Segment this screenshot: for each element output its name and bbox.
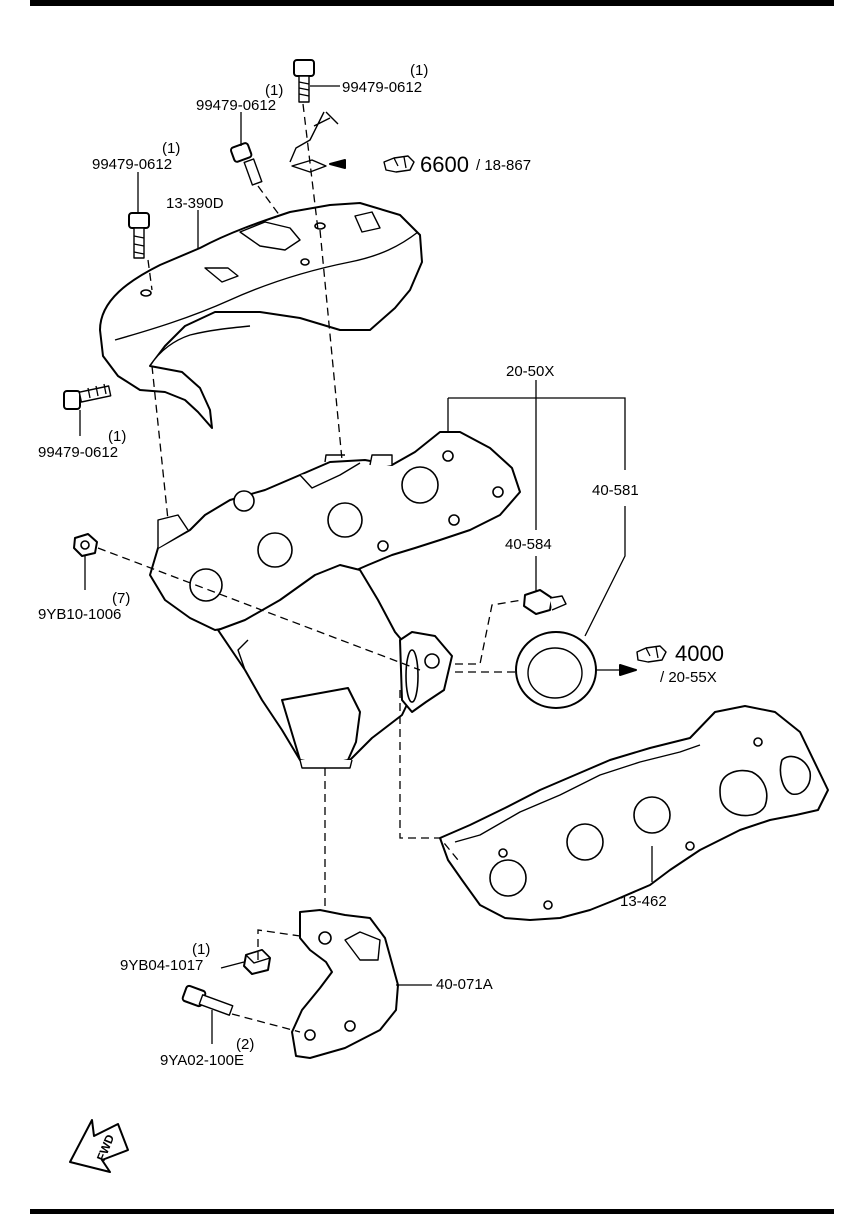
- bolt-b: [128, 212, 150, 259]
- bracket-bolt: [181, 984, 234, 1016]
- label-bracket-bolt-pn: 9YA02-100E: [160, 1052, 244, 1069]
- pointing-hand-icon: [383, 155, 415, 173]
- bracket-nut: [243, 949, 271, 975]
- label-bolt-a-pn: 99479-0612: [196, 97, 276, 114]
- assembly-lines: [97, 103, 523, 1033]
- label-ref-6600-sub: / 18-867: [476, 157, 531, 174]
- label-gasket: 13-462: [620, 893, 667, 910]
- bolt-c: [63, 383, 112, 410]
- bolt-top: [293, 59, 315, 103]
- top-border: [30, 0, 834, 6]
- label-bolt-c-qty: (1): [108, 428, 126, 445]
- label-ref-4000-sub: / 20-55X: [660, 669, 717, 686]
- harness-clip: [289, 111, 339, 173]
- label-heat-insulator: 13-390D: [166, 195, 224, 212]
- label-bracket: 40-071A: [436, 976, 493, 993]
- bottom-border: [30, 1209, 834, 1214]
- label-bolt-b-qty: (1): [162, 140, 180, 157]
- label-nut-qty: (7): [112, 590, 130, 607]
- exhaust-manifold: [149, 431, 521, 769]
- pointing-hand-icon-2: [636, 645, 667, 663]
- label-bolt-c-pn: 99479-0612: [38, 444, 118, 461]
- fwd-arrow-icon: [69, 1119, 129, 1173]
- label-ref-6600: 6600: [420, 152, 469, 177]
- label-part-40-581: 40-581: [592, 482, 639, 499]
- label-bracket-nut-pn: 9YB04-1017: [120, 957, 203, 974]
- label-nut-pn: 9YB10-1006: [38, 606, 121, 623]
- label-bracket-nut-qty: (1): [192, 941, 210, 958]
- exhaust-gasket: [439, 705, 829, 921]
- label-bracket-bolt-qty: (2): [236, 1036, 254, 1053]
- lower-bracket: [291, 909, 399, 1059]
- label-part-40-584: 40-584: [505, 536, 552, 553]
- heat-insulator: [99, 202, 423, 429]
- label-bolt-b-pn: 99479-0612: [92, 156, 172, 173]
- label-bolt-top-qty: (1): [410, 62, 428, 79]
- labels: (1) 99479-0612 (1) 99479-0612 (1) 99479-…: [38, 62, 724, 1163]
- label-group-20-50x: 20-50X: [506, 363, 554, 380]
- manifold-nut: [73, 533, 98, 557]
- o2-sensor-plug: [523, 589, 567, 615]
- label-ref-4000: 4000: [675, 641, 724, 666]
- label-bolt-a-qty: (1): [265, 82, 283, 99]
- leader-lines: [79, 85, 653, 1044]
- bolt-a: [229, 142, 263, 186]
- ring-gasket: [515, 631, 597, 709]
- label-bolt-top-pn: 99479-0612: [342, 79, 422, 96]
